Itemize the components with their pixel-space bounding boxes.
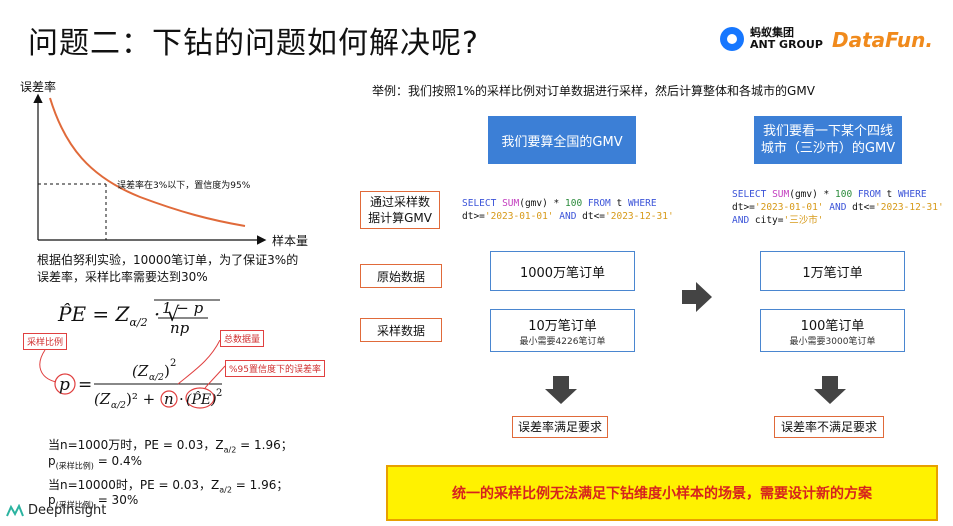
example-1-line2: p(采样比例) = 0.4% (48, 454, 143, 471)
down-arrow-icon-col1 (545, 376, 577, 404)
col1-sample-note: 最小需要4226笔订单 (519, 337, 606, 347)
col2-sample-text: 100笔订单 (800, 319, 865, 334)
svg-text:1 − p: 1 − p (162, 299, 204, 317)
svg-text:(Z: (Z (94, 390, 111, 408)
col2-raw-box: 1万笔订单 (760, 251, 905, 291)
right-arrow-icon (682, 282, 712, 312)
col1-header: 我们要算全国的GMV (488, 116, 636, 164)
col2-header: 我们要看一下某个四线城市（三沙市）的GMV (754, 116, 902, 164)
col2-sample-box: 100笔订单 最小需要3000笔订单 (760, 309, 905, 352)
chart-y-label: 误差率 (20, 80, 57, 94)
label-total-data: 总数据量 (220, 330, 265, 347)
row-label-sample: 采样数据 (360, 318, 442, 342)
error-curve (49, 97, 246, 227)
datafun-logo: DataFun. (832, 28, 933, 52)
example-2-line2: p(采样比例) = 30% (48, 493, 139, 510)
formula-sqrt-fraction: 1 − p np (154, 299, 220, 336)
label-sampling-ratio: 采样比例 (23, 333, 68, 350)
explain-text: 根据伯努利实验，10000笔订单，为了保证3%的误差率，采样比率需要达到30% (37, 253, 299, 284)
formula-p: p = (Z α/2 ) 2 (Z α/2 )² + n · (P̂E) 2 (54, 358, 222, 411)
row-label-raw: 原始数据 (360, 264, 442, 288)
conclusion-banner: 统一的采样比例无法满足下钻维度小样本的场景，需要设计新的方案 (386, 465, 938, 521)
chart-x-label: 样本量 (272, 234, 309, 248)
down-arrow-icon-col2 (814, 376, 846, 404)
page-title: 问题二：下钻的问题如何解决呢? (28, 26, 479, 61)
col2-sample-note: 最小需要3000笔订单 (789, 337, 876, 347)
intro-text: 举例：我们按照1%的采样比例对订单数据进行采样，然后计算整体和各城市的GMV (372, 84, 815, 98)
sql-query-city: SELECT SUM(gmv) * 100 FROM t WHERE dt>='… (732, 189, 944, 226)
ant-logo-icon (720, 27, 744, 51)
svg-text:n: n (164, 390, 174, 408)
svg-text:·: · (179, 390, 184, 408)
ant-logo-line1: 蚂蚁集团 (750, 26, 794, 39)
svg-text:)² +: )² + (126, 390, 155, 408)
col2-result: 误差率不满足要求 (774, 416, 884, 438)
svg-text:=: = (78, 375, 92, 395)
col1-result: 误差率满足要求 (512, 416, 608, 438)
svg-text:α/2: α/2 (111, 401, 126, 411)
col1-sample-text: 10万笔订单 (528, 319, 597, 334)
ant-group-logo: 蚂蚁集团 ANT GROUP (720, 26, 823, 52)
sql-query-national: SELECT SUM(gmv) * 100 FROM t WHERE dt>='… (462, 198, 674, 222)
example-2-line1: 当n=10000时，PE = 0.03，Za/2 = 1.96； (48, 478, 289, 495)
error-rate-curve-chart (33, 93, 267, 245)
deepinsight-logo-icon (6, 503, 24, 516)
chart-annotation: 误差率在3%以下，置信度为95% (117, 181, 251, 191)
col1-raw-box: 1000万笔订单 (490, 251, 635, 291)
svg-text:(P̂E): (P̂E) (186, 390, 217, 408)
svg-text:p: p (59, 375, 70, 395)
svg-text:2: 2 (216, 388, 222, 399)
svg-text:α/2: α/2 (149, 373, 164, 383)
row-label-gmv: 通过采样数据计算GMV (360, 191, 440, 229)
svg-text:np: np (170, 319, 190, 336)
callout-lines (39, 340, 226, 389)
svg-text:): ) (164, 362, 170, 380)
ant-logo-line2: ANT GROUP (750, 38, 823, 51)
label-error-rate: %95置信度下的误差率 (225, 360, 326, 377)
deepinsight-brand: DeepInsight (6, 503, 106, 518)
svg-text:(Z: (Z (132, 362, 149, 380)
col1-sample-box: 10万笔订单 最小需要4226笔订单 (490, 309, 635, 352)
svg-text:2: 2 (170, 358, 176, 369)
formula-pe: P̂E = Zα/2 · √ (58, 302, 180, 329)
example-1-line1: 当n=1000万时，PE = 0.03，Za/2 = 1.96； (48, 438, 293, 455)
